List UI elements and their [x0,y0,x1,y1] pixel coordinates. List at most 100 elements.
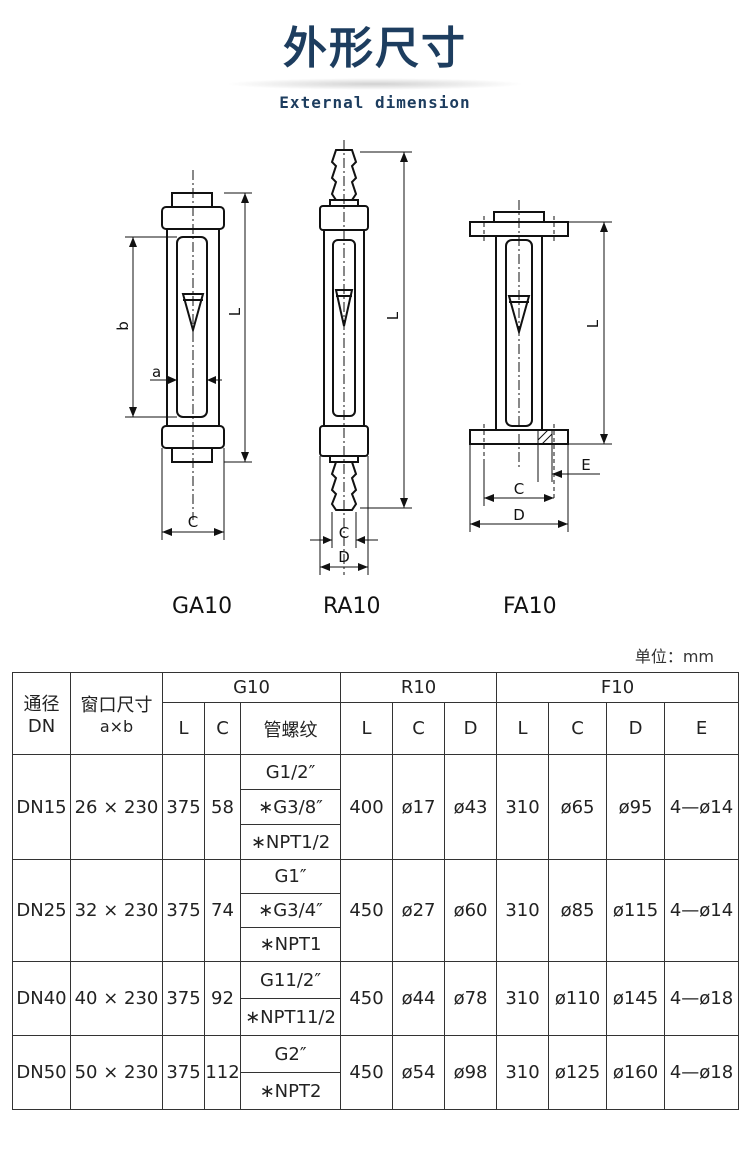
header-thread: 管螺纹 [239,702,342,755]
fa10-drawing [469,200,612,532]
header-dn-line2: DN [27,716,56,737]
header-f10-l: L [496,702,550,755]
cell-r10-l: 450 [340,859,394,962]
header-r10-c: C [392,702,446,755]
cell-f10-l: 310 [496,754,550,860]
label-l-fa: L [584,319,602,328]
title-shadow [225,78,525,90]
cell-f10-c: ø125 [548,1035,608,1110]
cell-thread: ∗NPT1 [239,927,342,962]
cell-window: 40 × 230 [70,961,163,1036]
table-row: ∗NPT1/2 [13,824,739,860]
cell-g10-l: 375 [162,961,205,1036]
cell-f10-e: 4—ø18 [664,961,740,1036]
cell-f10-l: 310 [496,859,550,962]
cell-f10-d: ø160 [606,1035,666,1110]
cell-thread: G1/2″ [239,754,342,790]
cell-g10-c: 74 [204,859,241,962]
spec-table: 通径 DN 窗口尺寸 a×b G10 R10 F10 L C 管螺纹 L C D… [12,672,740,1110]
cell-dn: DN50 [12,1035,71,1110]
label-d-ra: D [338,548,350,566]
label-c-ra: C [339,524,349,542]
header-row-1: 通径 DN 窗口尺寸 a×b G10 R10 F10 [12,672,740,755]
header-f10-c: C [548,702,608,755]
cell-thread: G1″ [239,859,342,894]
cell-f10-c: ø65 [548,754,608,860]
table-row: ∗G3/8″ [13,789,739,825]
label-c-fa: C [514,480,524,498]
header-window-line2: a×b [99,717,134,736]
model-label-fa10: FA10 [503,594,557,619]
table-row: ∗NPT1 [13,927,739,962]
header-g10-l: L [162,702,205,755]
label-a: a [152,363,161,381]
cell-window: 26 × 230 [70,754,163,860]
cell-r10-c: ø54 [392,1035,446,1110]
cell-thread: ∗NPT11/2 [239,998,342,1036]
header-dn-line1: 通径 [23,694,60,715]
label-e-fa: E [581,456,590,474]
cell-r10-d: ø78 [444,961,498,1036]
cell-r10-d: ø43 [444,754,498,860]
cell-f10-e: 4—ø14 [664,754,740,860]
page-subtitle: External dimension [279,93,471,112]
cell-thread: ∗G3/8″ [239,789,342,825]
cell-f10-d: ø115 [606,859,666,962]
unit-label: 单位：mm [634,647,714,666]
cell-g10-l: 375 [162,1035,205,1110]
header-r10-d: D [444,702,498,755]
table-row: ∗NPT2 [13,1072,739,1110]
label-b: b [114,321,132,331]
cell-f10-e: 4—ø14 [664,859,740,962]
header-dn: 通径 DN [12,672,71,755]
cell-r10-c: ø44 [392,961,446,1036]
table-row: ∗NPT11/2 [13,998,739,1036]
cell-f10-l: 310 [496,1035,550,1110]
cell-thread: ∗NPT2 [239,1072,342,1110]
label-l-ga: L [226,307,244,316]
header-f10: F10 [496,672,740,703]
cell-f10-c: ø85 [548,859,608,962]
cell-r10-c: ø17 [392,754,446,860]
cell-g10-l: 375 [162,859,205,962]
cell-f10-c: ø110 [548,961,608,1036]
page-title: 外形尺寸 [283,23,467,74]
cell-g10-c: 92 [204,961,241,1036]
cell-thread: ∗NPT1/2 [239,824,342,860]
cell-g10-c: 58 [204,754,241,860]
ga10-drawing [125,170,252,540]
cell-dn: DN40 [12,961,71,1036]
cell-r10-l: 450 [340,1035,394,1110]
cell-r10-l: 450 [340,961,394,1036]
header-f10-e: E [664,702,740,755]
cell-f10-l: 310 [496,961,550,1036]
label-c-ga: C [188,513,198,531]
cell-r10-d: ø60 [444,859,498,962]
header-window: 窗口尺寸 a×b [70,672,163,755]
header-r10: R10 [340,672,498,703]
header-r10-l: L [340,702,394,755]
label-l-ra: L [384,311,402,320]
cell-f10-e: 4—ø18 [664,1035,740,1110]
cell-r10-d: ø98 [444,1035,498,1110]
label-d-fa: D [513,506,525,524]
header-g10: G10 [161,672,342,703]
header-f10-d: D [606,702,666,755]
cell-g10-c: 112 [204,1035,241,1110]
cell-f10-d: ø145 [606,961,666,1036]
cell-thread: ∗G3/4″ [239,893,342,928]
cell-g10-l: 375 [162,754,205,860]
cell-dn: DN15 [12,754,71,860]
cell-f10-d: ø95 [606,754,666,860]
dimension-drawing: b a L C L C D L E C D [114,140,612,575]
model-label-ga10: GA10 [172,594,233,619]
cell-window: 32 × 230 [70,859,163,962]
model-label-ra10: RA10 [323,594,381,619]
cell-thread: G2″ [239,1035,342,1073]
spec-table-body: 通径 DN 窗口尺寸 a×b G10 R10 F10 L C 管螺纹 L C D… [12,672,740,1110]
cell-dn: DN25 [12,859,71,962]
